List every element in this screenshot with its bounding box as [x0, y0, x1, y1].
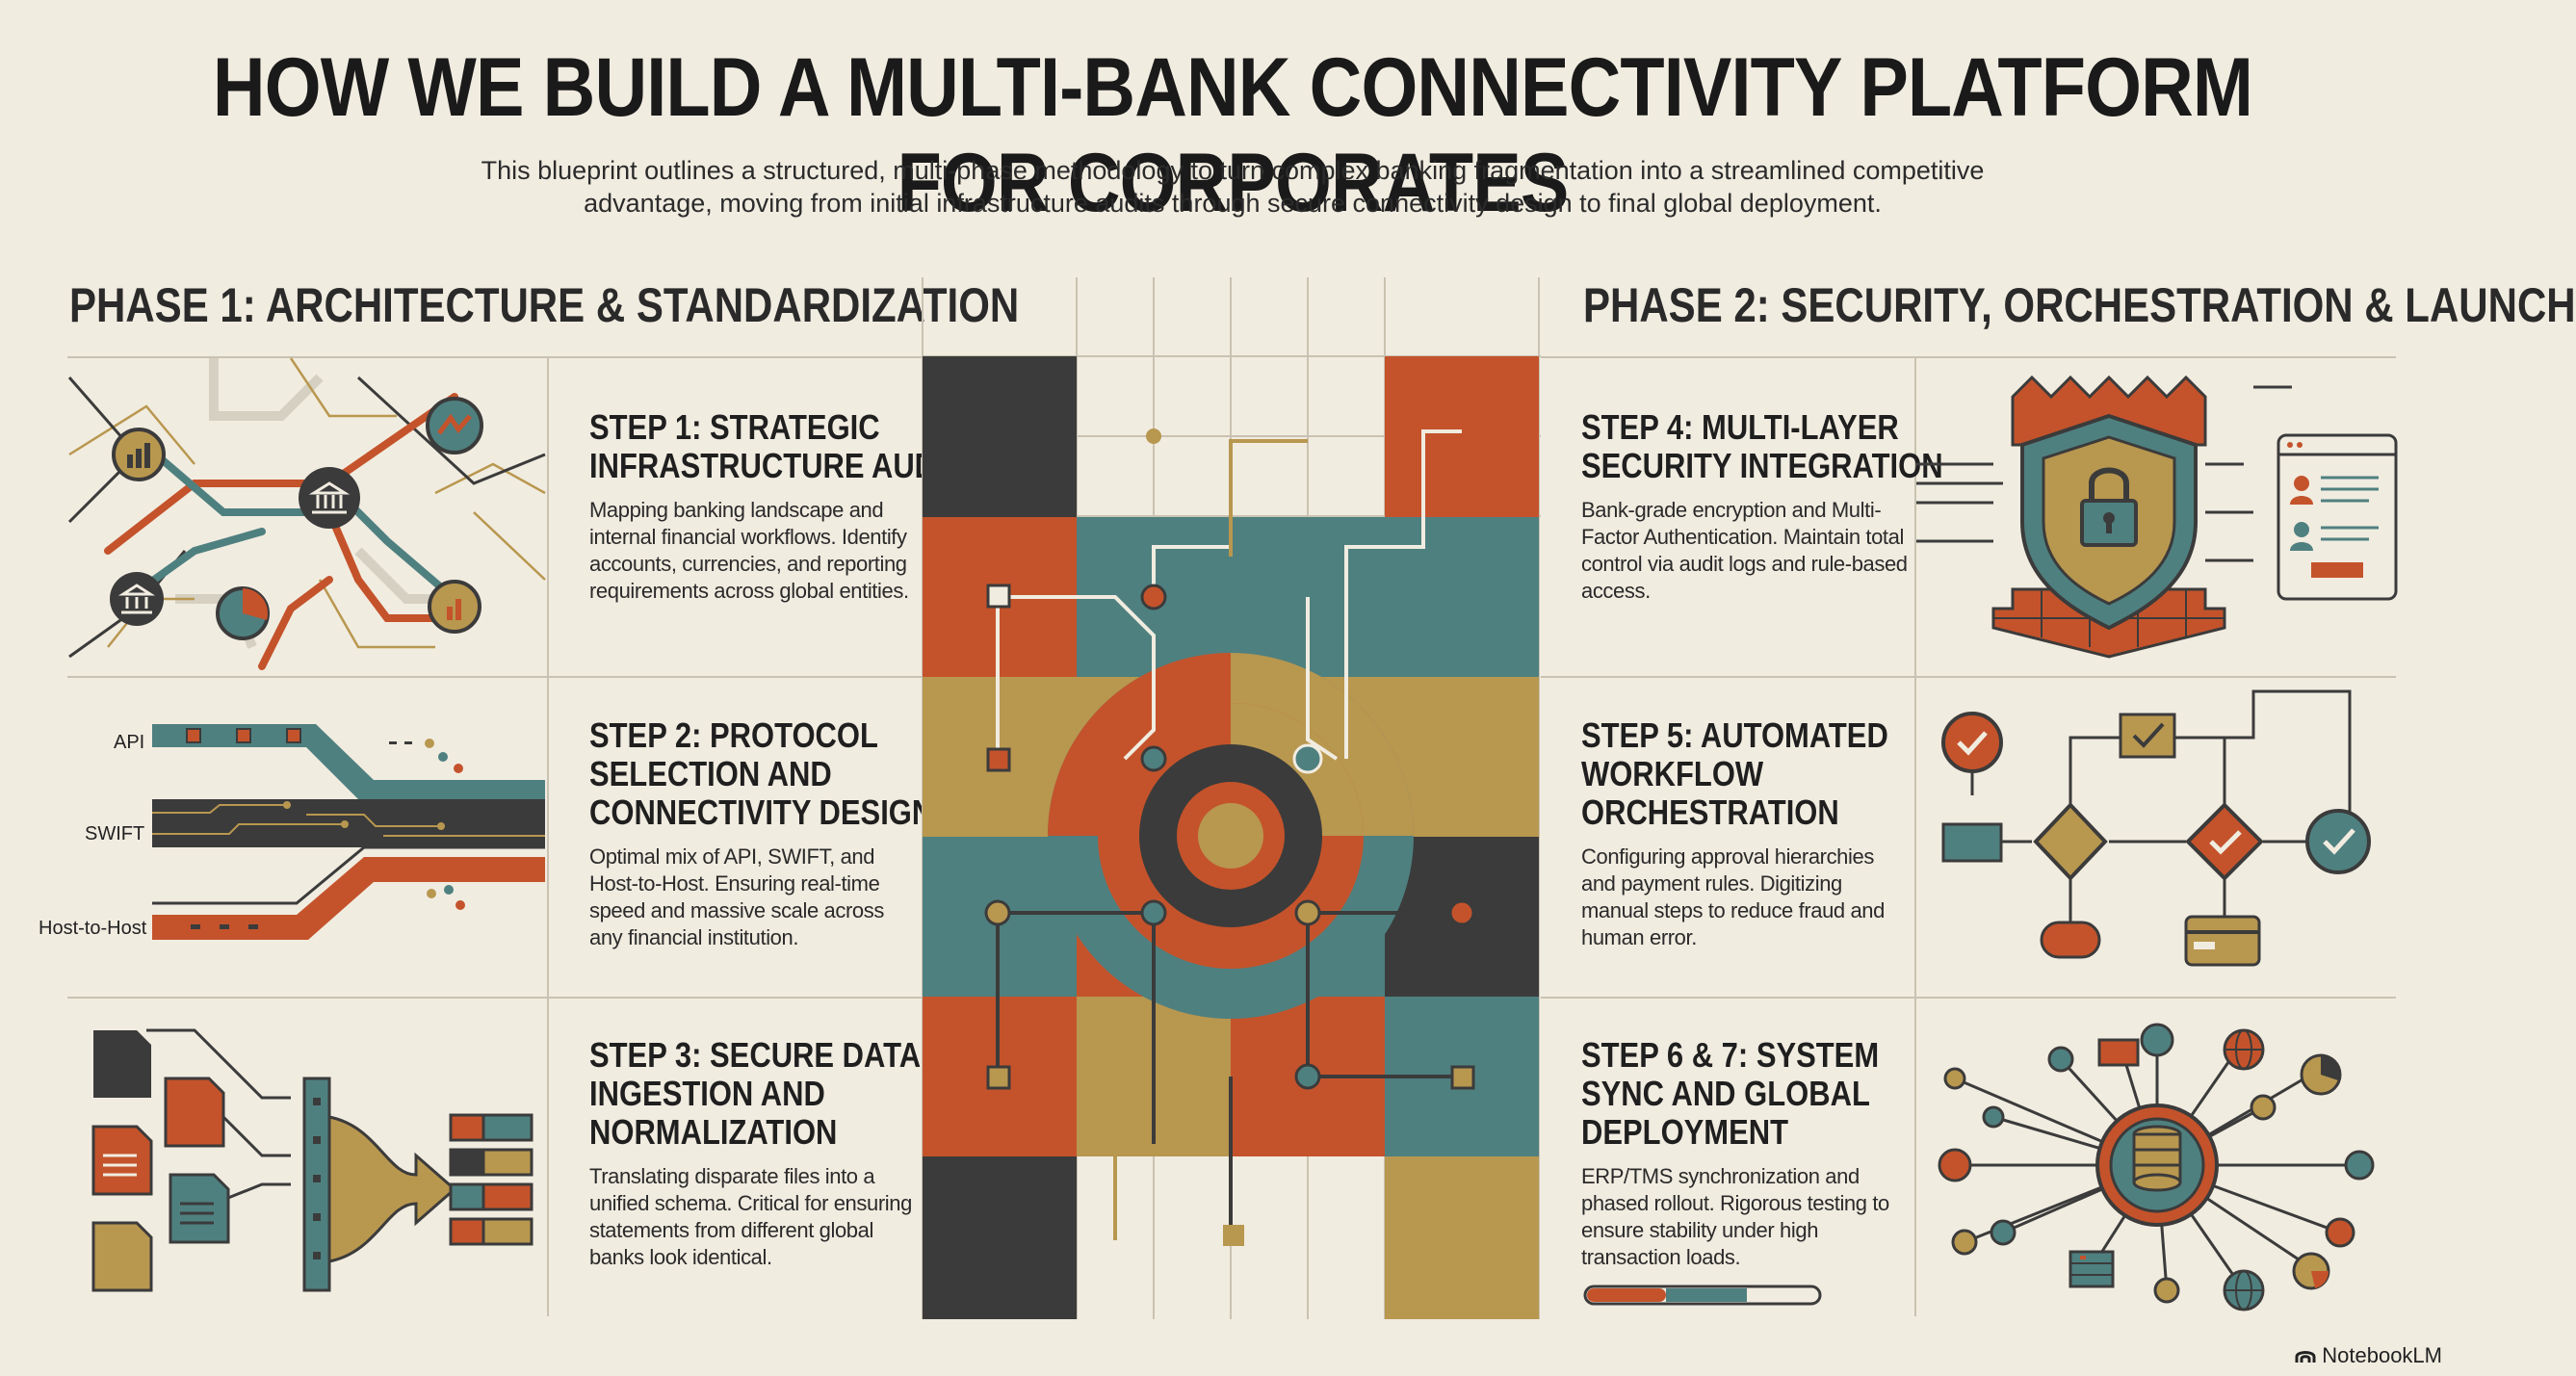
- grid-line: [547, 358, 549, 1316]
- grid-line: [67, 356, 924, 358]
- page-title: HOW WE BUILD A MULTI-BANK CONNECTIVITY P…: [212, 41, 2253, 229]
- step-3-desc: Translating disparate files into a unifi…: [589, 1164, 912, 1269]
- step-6-7-title: STEP 6 & 7: SYSTEM SYNC AND GLOBAL DEPLO…: [1581, 1035, 1880, 1152]
- grid-line: [1541, 676, 2396, 678]
- protocol-label-api: API: [114, 732, 145, 753]
- step-4-title: STEP 4: MULTI-LAYER SECURITY INTEGRATION: [1581, 407, 1943, 485]
- notebooklm-logo-icon: [2295, 1351, 2316, 1363]
- step-5-title: STEP 5: AUTOMATED WORKFLOW ORCHESTRATION: [1581, 715, 1888, 832]
- phase-1-heading: PHASE 1: ARCHITECTURE & STANDARDIZATION: [69, 278, 1020, 332]
- step-5-workflow-illustration: [1941, 689, 2371, 967]
- brand-badge: NotebookLM: [2295, 1343, 2442, 1368]
- brand-name: NotebookLM: [2322, 1343, 2442, 1367]
- step-2-desc: Optimal mix of API, SWIFT, and Host-to-H…: [589, 844, 884, 949]
- step-1-desc: Mapping banking landscape and internal f…: [589, 498, 909, 603]
- step-2-title: STEP 2: PROTOCOL SELECTION AND CONNECTIV…: [589, 715, 934, 832]
- step-4-security-illustration: [1916, 375, 2398, 659]
- step-6-7-desc: ERP/TMS synchronization and phased rollo…: [1581, 1164, 1889, 1269]
- page-subtitle: This blueprint outlines a structured, mu…: [366, 154, 2099, 220]
- grid-line: [1541, 997, 2396, 999]
- step-2-protocols-illustration: [152, 724, 545, 940]
- center-mosaic-illustration: [922, 277, 1541, 1319]
- step-4-desc: Bank-grade encryption and Multi-Factor A…: [1581, 498, 1908, 603]
- phase-2-heading: PHASE 2: SECURITY, ORCHESTRATION & LAUNC…: [1583, 278, 2576, 332]
- deployment-progress-bar: [1583, 1285, 1822, 1306]
- step-6-7-hub-illustration: [1938, 1023, 2375, 1311]
- grid-line: [67, 997, 924, 999]
- step-1-network-map-illustration: [67, 357, 546, 670]
- step-3-title: STEP 3: SECURE DATA INGESTION AND NORMAL…: [589, 1035, 922, 1152]
- step-3-ingestion-illustration: [91, 1028, 533, 1292]
- protocol-label-host-to-host: Host-to-Host: [39, 918, 147, 939]
- step-1-title: STEP 1: STRATEGIC INFRASTRUCTURE AUDIT: [589, 407, 963, 485]
- grid-line: [1914, 358, 1916, 1316]
- grid-line: [67, 676, 924, 678]
- subtitle-line-2: advantage, moving from initial infrastru…: [584, 189, 1882, 218]
- step-5-desc: Configuring approval hierarchies and pay…: [1581, 844, 1885, 949]
- subtitle-line-1: This blueprint outlines a structured, mu…: [481, 156, 1985, 185]
- protocol-label-swift: SWIFT: [85, 823, 145, 844]
- grid-line: [1541, 356, 2396, 358]
